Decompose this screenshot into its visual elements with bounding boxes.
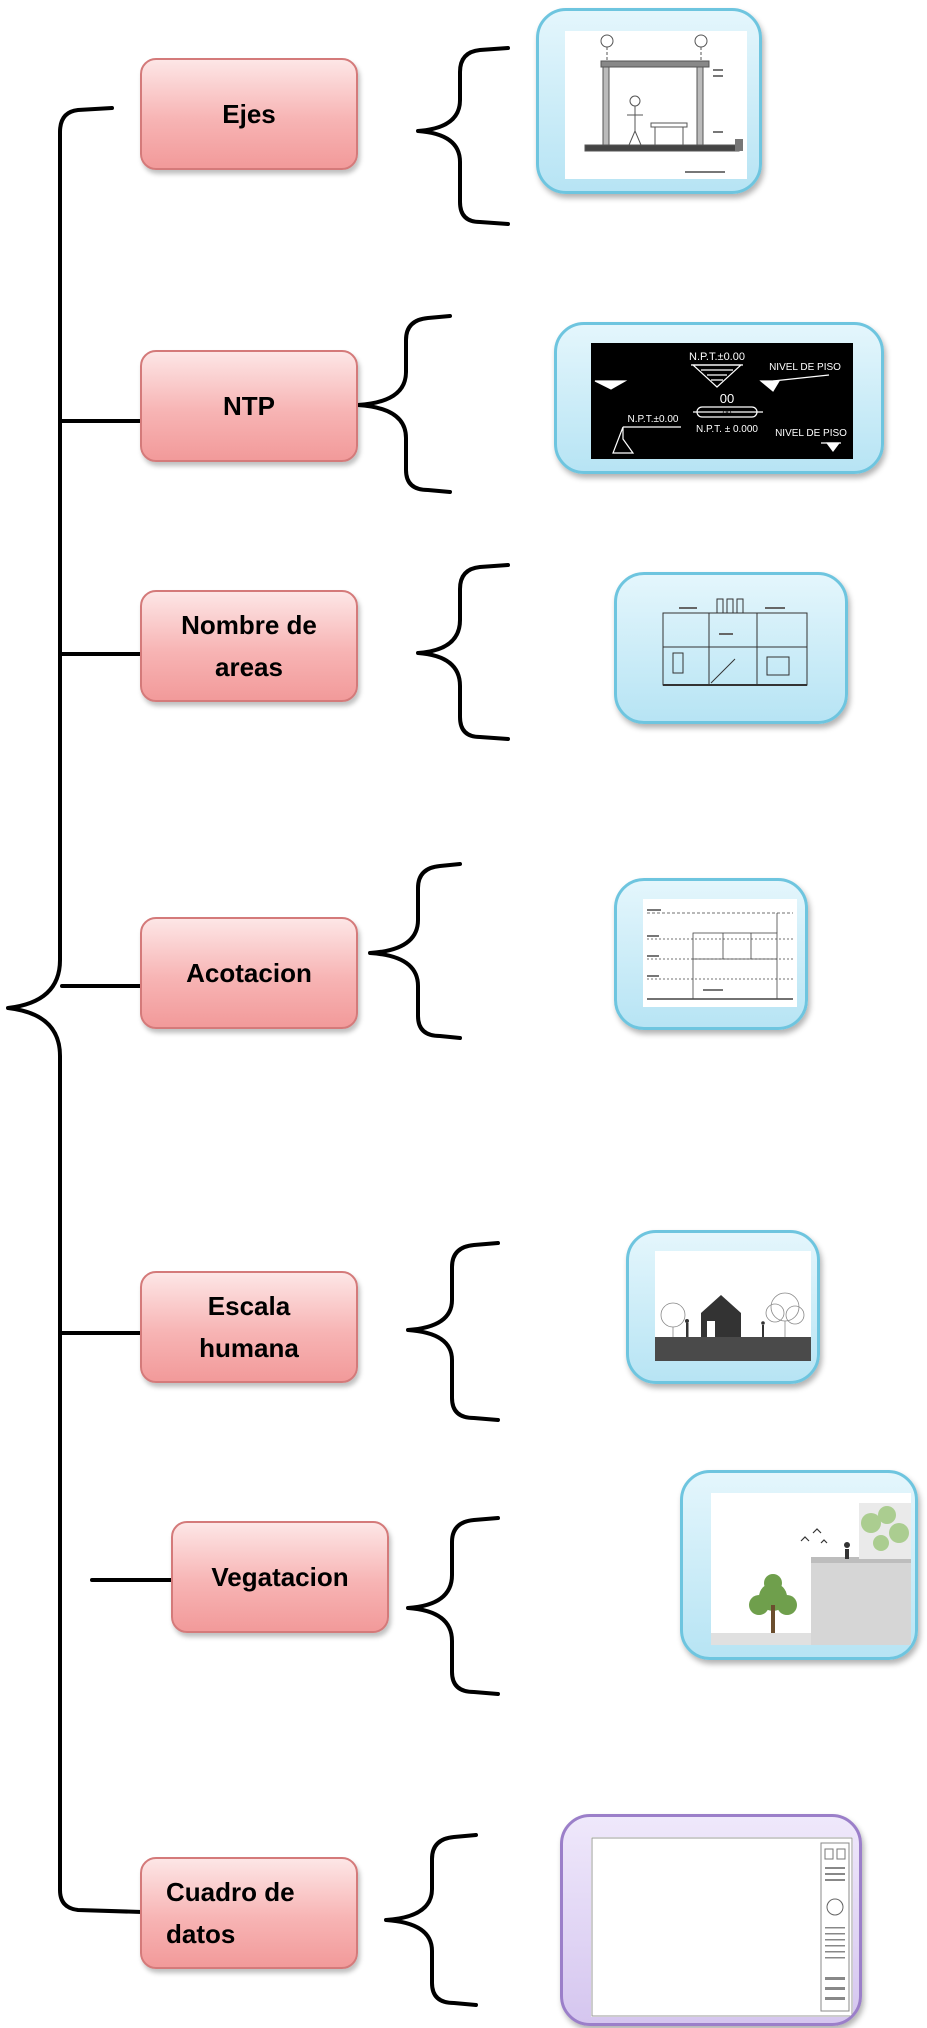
section-dimensions-drawing [643,899,797,1007]
brace-cuadro-datos [384,1833,478,2007]
brace-ejes [416,46,510,226]
node-ejes: Ejes [140,58,358,170]
brace-acotacion [368,862,462,1040]
node-ntp: NTP [140,350,358,462]
section-axes-drawing [565,31,747,179]
ntp-left-label: N.P.T.±0.00 [628,414,679,425]
sheet-title-block-svg [591,1837,853,2017]
image-frame-ntp: N.P.T.±0.00 NIVEL DE PISO N.P.T.±0.00 00… [554,322,884,474]
floor-level-symbols: N.P.T.±0.00 NIVEL DE PISO N.P.T.±0.00 00… [591,343,853,459]
node-cuadro-datos: Cuadro de datos [140,1857,358,1969]
image-frame-nombre-areas [614,572,848,724]
human-scale-drawing [655,1251,811,1361]
section-areas-svg [662,598,808,686]
node-nombre-areas: Nombre de areas [140,590,358,702]
brace-ntp [356,314,452,494]
ntp-top-label: N.P.T.±0.00 [689,351,745,363]
ntp-center-number: 00 [720,391,734,406]
image-frame-vegetacion [680,1470,918,1660]
image-frame-ejes [536,8,762,194]
ntp-center-number2: 00 [723,409,732,418]
image-frame-cuadro-datos [560,1814,862,2026]
human-scale-svg [655,1292,811,1361]
sheet-title-block [591,1837,853,2017]
section-areas-drawing [659,593,811,693]
node-acotacion: Acotacion [140,917,358,1029]
section-dimensions-svg [647,909,793,1000]
image-frame-escala-humana [626,1230,820,1384]
vegetation-render-svg [711,1503,911,1645]
section-axes-svg [584,34,743,173]
floor-level-symbols-svg: N.P.T.±0.00 NIVEL DE PISO N.P.T.±0.00 00… [594,351,847,454]
node-vegetacion: Vegatacion [171,1521,389,1633]
brace-nombre-areas [416,563,510,741]
vegetation-render [711,1493,911,1645]
brace-escala-humana [406,1241,500,1422]
brace-vegetacion [406,1516,500,1696]
ntp-center-label: N.P.T. ± 0.000 [696,424,758,435]
ntp-right-label: NIVEL DE PISO [769,362,841,373]
node-escala-humana: Escala humana [140,1271,358,1383]
ntp-right-label2: NIVEL DE PISO [775,428,847,439]
main-brace [6,106,144,1914]
image-frame-acotacion [614,878,808,1030]
